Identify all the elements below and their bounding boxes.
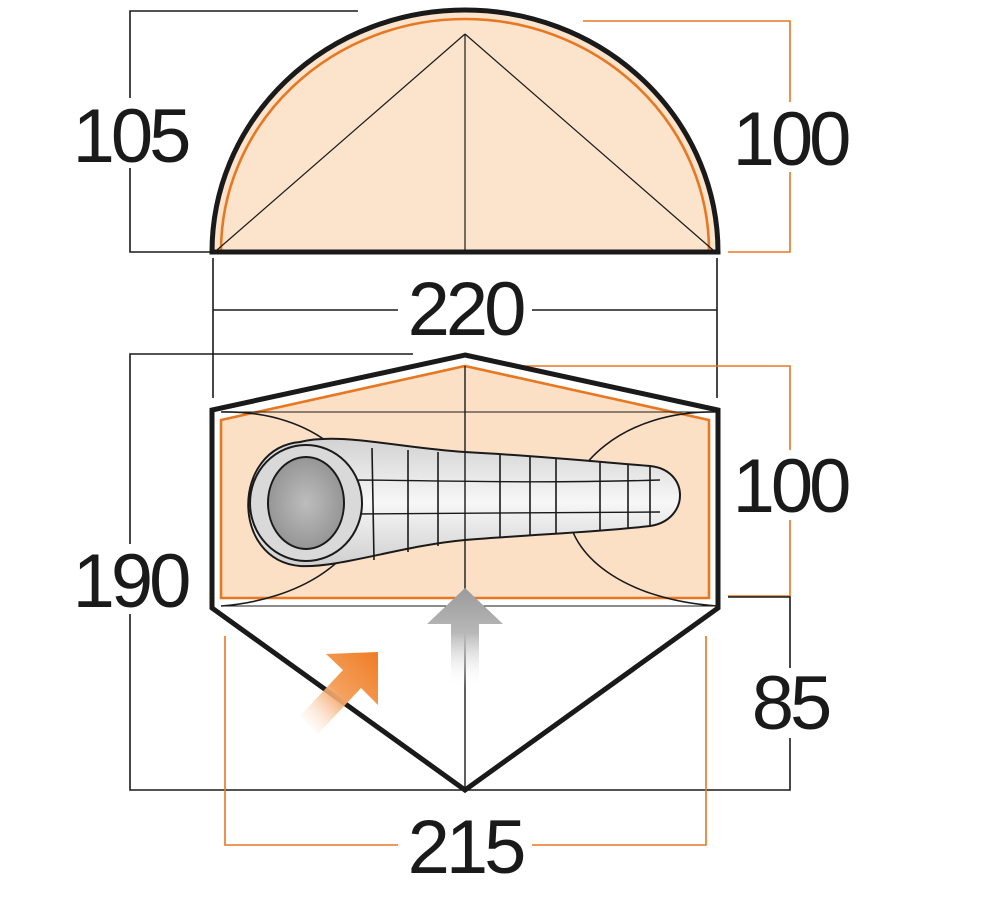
label-inner-width: 100	[733, 444, 850, 529]
inner-tent-side-profile	[219, 17, 711, 252]
vestibule-entry-arrow-icon	[300, 652, 378, 734]
pole-right-line	[464, 33, 714, 251]
pole-left-line	[216, 33, 466, 251]
label-length: 190	[73, 539, 190, 624]
label-porch-width: 215	[408, 805, 525, 890]
width-dimension: 220	[212, 258, 718, 398]
label-side-outer-height: 105	[73, 94, 190, 179]
door-entry-arrow-icon	[427, 588, 503, 688]
side-view: 105 100	[66, 7, 854, 255]
label-width: 220	[408, 267, 525, 352]
sleeping-bag-icon	[247, 437, 681, 568]
label-side-inner-height: 100	[733, 97, 850, 182]
label-porch-depth: 85	[752, 661, 830, 746]
floor-plan: 190 100 85 215	[66, 352, 854, 890]
